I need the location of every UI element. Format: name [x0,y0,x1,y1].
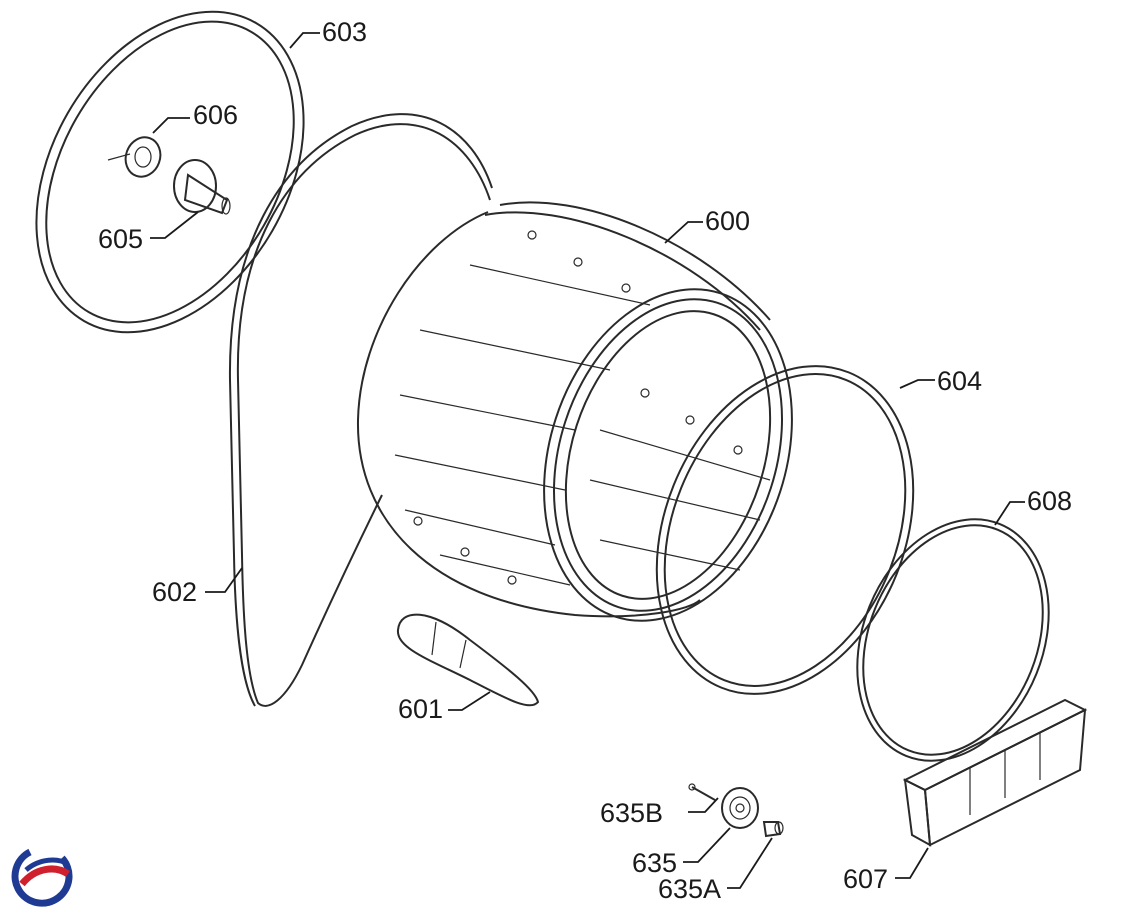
part-635-roller [721,787,759,829]
callout-606: 606 [193,100,238,130]
callout-601: 601 [398,694,443,724]
part-602-belt [228,113,493,707]
part-600-drum [356,201,793,622]
part-606-bearing [107,136,162,178]
part-604-front-ring [655,365,915,695]
leader-lines [150,32,1025,889]
callout-604: 604 [937,366,982,396]
part-608-front-seal [856,518,1050,762]
part-635a-bushing [762,821,784,838]
brand-logo-icon [11,848,73,907]
callout-600: 600 [705,206,750,236]
part-635b-screw [688,783,716,801]
callout-605: 605 [98,224,143,254]
callout-603: 603 [322,17,367,47]
part-601-baffle [396,613,540,707]
part-605-shaft [173,159,231,215]
callout-607: 607 [843,864,888,894]
part-603-rear-bulkhead [35,10,305,334]
callout-635: 635 [632,848,677,878]
callout-635b: 635B [600,798,663,828]
callout-635a: 635A [658,874,721,904]
callout-602: 602 [152,577,197,607]
callout-608: 608 [1027,486,1072,516]
part-607-lint-trap [902,698,1088,847]
